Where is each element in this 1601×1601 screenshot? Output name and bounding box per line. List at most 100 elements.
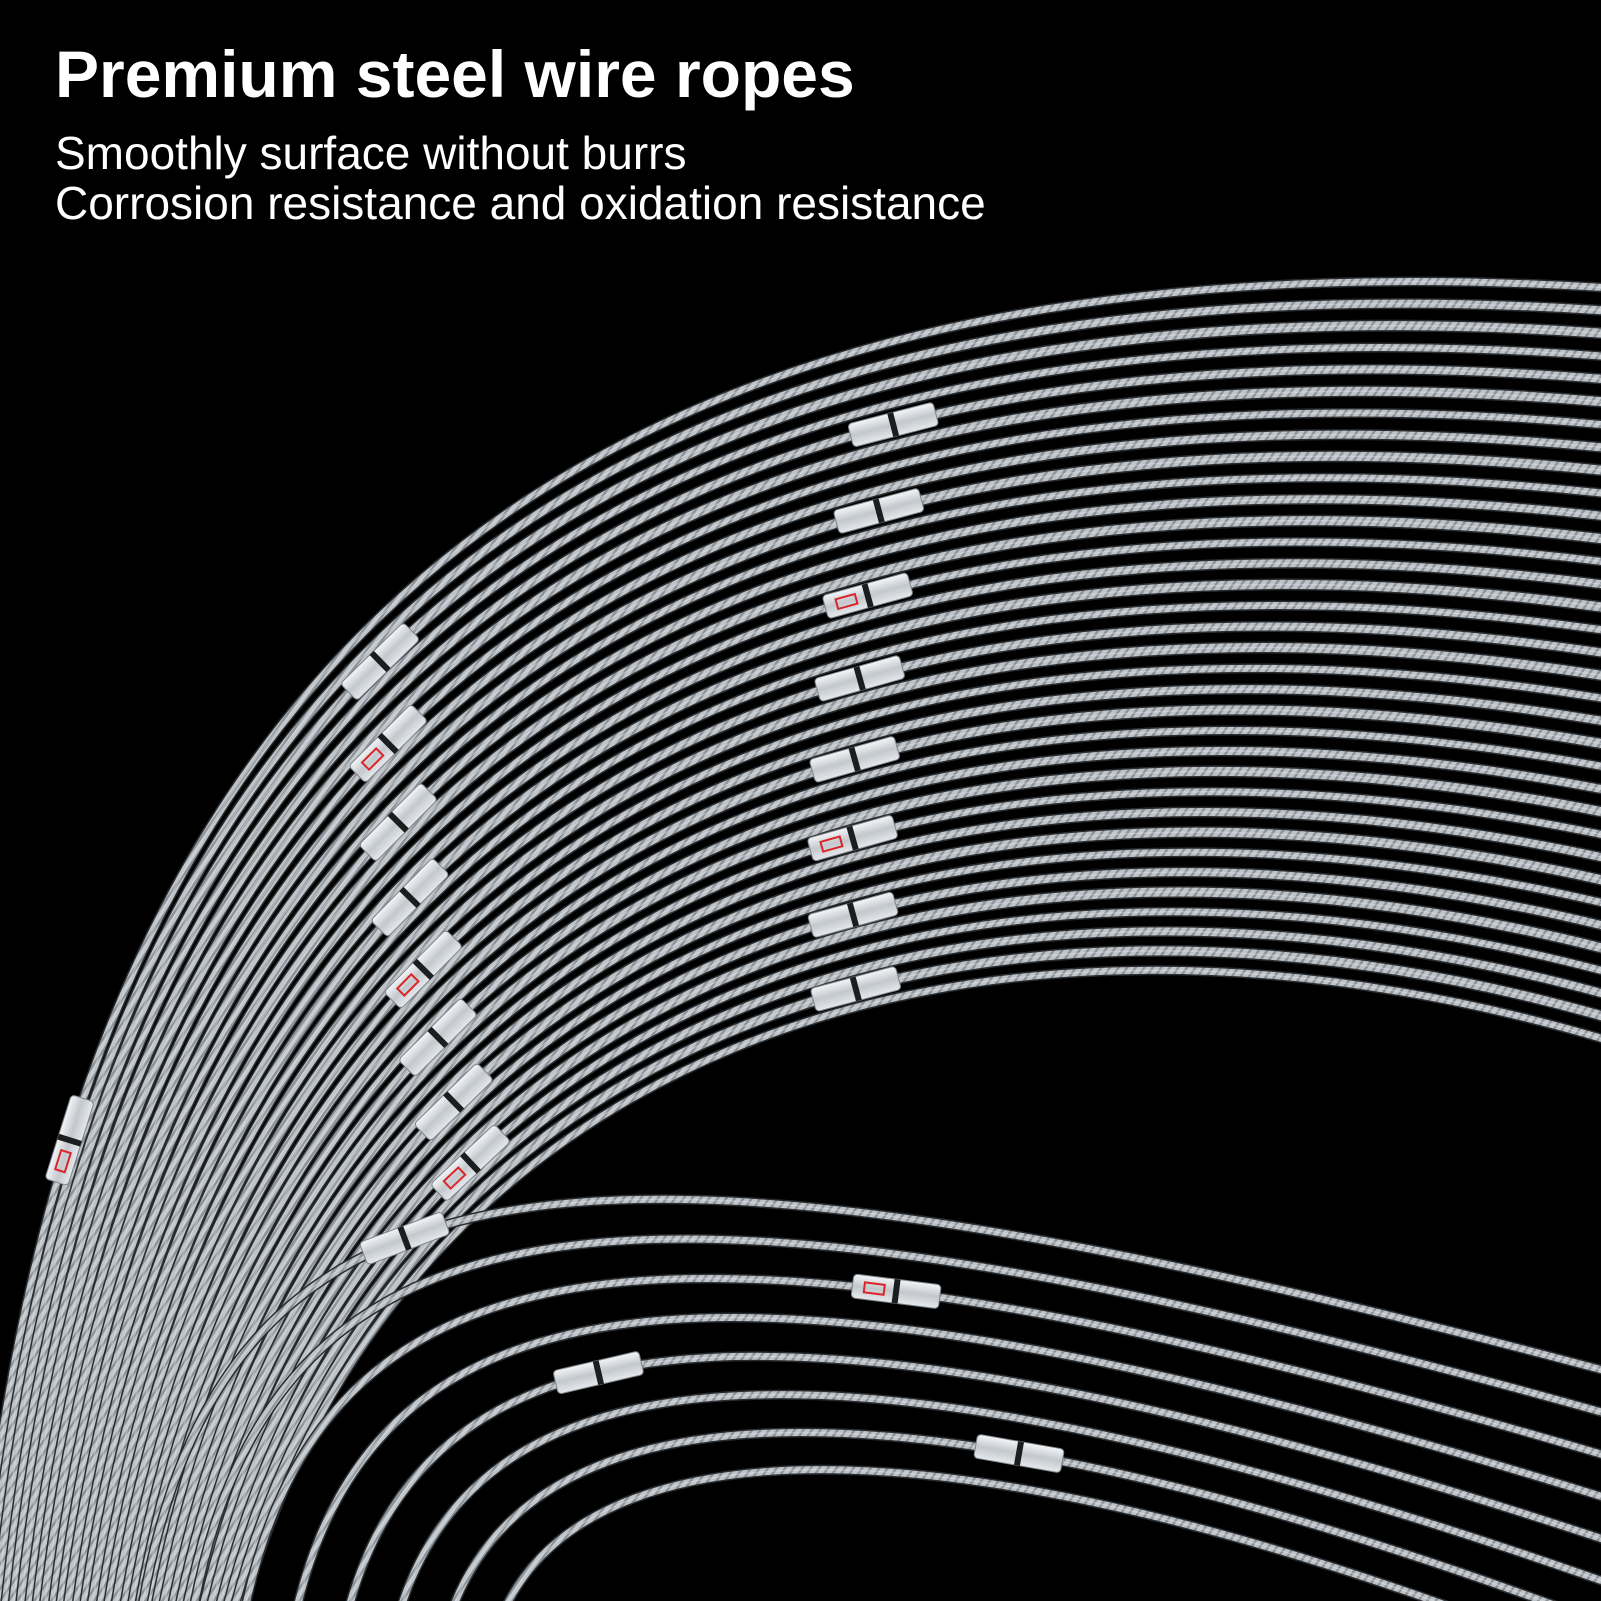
wire-rope [232, 946, 1601, 1601]
crimp-sleeve [810, 966, 902, 1012]
crimp-sleeve [431, 1125, 510, 1201]
wire-rope [152, 747, 1601, 1601]
crimp-sleeve [809, 736, 900, 783]
wire-rope [145, 726, 1601, 1601]
wire-rope [295, 1314, 1601, 1601]
wire-rope [9, 365, 1601, 1601]
wire-rope [33, 430, 1601, 1601]
crimp-sleeve [414, 1063, 493, 1141]
wire-rope [97, 602, 1601, 1601]
crimp-sleeve [359, 1212, 450, 1265]
rope-highlight [188, 831, 1601, 1601]
crimp-sleeves [45, 402, 1065, 1473]
wire-rope [112, 643, 1601, 1601]
wire-rope [191, 1235, 1601, 1601]
rope-highlight [92, 583, 1601, 1601]
wire-rope [169, 788, 1601, 1601]
crimp-sleeve [553, 1351, 644, 1394]
wire-rope-coils [0, 276, 1601, 1601]
crimp-sleeve [384, 930, 462, 1008]
wire-rope [25, 409, 1601, 1601]
wire-rope [200, 868, 1601, 1601]
crimp-sleeve [45, 1095, 94, 1186]
wire-rope [399, 1391, 1601, 1601]
wire-rope [225, 927, 1601, 1601]
rope-highlight [60, 498, 1601, 1601]
wire-rope [0, 321, 1601, 1601]
rope-highlight [454, 1431, 1545, 1601]
rope-highlight [236, 950, 1601, 1601]
rope-highlight [142, 1198, 1601, 1601]
crimp-sleeve [399, 998, 477, 1076]
crimp-sleeve [341, 623, 419, 700]
rope-highlight [68, 519, 1601, 1601]
rope-highlight [0, 302, 1601, 1516]
rope-highlight [116, 646, 1601, 1601]
wire-rope [136, 705, 1601, 1601]
headline: Premium steel wire ropes [55, 37, 855, 111]
rope-highlight [508, 1468, 1437, 1601]
wire-rope [88, 580, 1601, 1601]
rope-highlight [196, 851, 1601, 1601]
crimp-sleeve [807, 891, 899, 938]
rope-highlight [228, 930, 1601, 1601]
rope-highlight [108, 625, 1601, 1601]
rope-highlight [0, 324, 1601, 1586]
rope-highlight [220, 911, 1601, 1601]
rope-highlight [52, 477, 1601, 1601]
rope-highlight [0, 280, 1601, 1456]
rope-highlight [244, 969, 1601, 1601]
wire-rope [2, 344, 1601, 1601]
wire-rope [64, 516, 1601, 1601]
rope-highlight [44, 455, 1601, 1601]
wire-rope [57, 495, 1601, 1601]
feature-corrosion-resistance: Corrosion resistance and oxidation resis… [55, 177, 986, 229]
wire-rope [0, 299, 1601, 1544]
rope-highlight [140, 709, 1601, 1601]
wire-rope [504, 1466, 1445, 1601]
wire-rope [451, 1428, 1553, 1601]
crimp-sleeve [973, 1434, 1065, 1473]
feature-smooth-surface: Smoothly surface without burrs [55, 127, 687, 179]
rope-highlight [204, 871, 1601, 1601]
rope-highlight [194, 1238, 1601, 1601]
crimp-sleeve [359, 783, 437, 861]
rope-highlight [402, 1393, 1601, 1601]
wire-rope [176, 808, 1601, 1601]
wire-rope [81, 559, 1601, 1601]
crimp-sleeve [349, 705, 427, 782]
wire-rope [193, 848, 1601, 1601]
crimp-sleeve [807, 815, 898, 862]
wire-rope [73, 538, 1601, 1601]
wire-rope [217, 908, 1601, 1601]
rope-highlight [12, 368, 1601, 1601]
rope-highlight [350, 1355, 1601, 1601]
wire-rope [105, 622, 1601, 1601]
crimp-sleeve [822, 572, 913, 619]
rope-highlight [246, 1277, 1601, 1601]
rope-highlight [100, 604, 1601, 1601]
wire-rope [121, 665, 1601, 1601]
wire-rope [184, 827, 1601, 1601]
wire-rope [40, 451, 1601, 1601]
crimp-sleeve [814, 655, 905, 702]
rope-highlight [84, 562, 1601, 1601]
rope-highlight [298, 1316, 1601, 1601]
wire-rope [241, 966, 1601, 1601]
wire-rope [347, 1352, 1601, 1601]
rope-highlight [28, 412, 1601, 1601]
rope-highlight [132, 688, 1601, 1601]
rope-highlight [124, 667, 1601, 1601]
rope-highlight [156, 750, 1601, 1601]
wire-rope [16, 386, 1601, 1601]
rope-highlight [76, 541, 1601, 1601]
rope-highlight [148, 729, 1601, 1601]
crimp-sleeve [850, 1273, 942, 1309]
crimp-sleeve [833, 488, 925, 534]
wire-rope [0, 278, 1601, 1475]
crimp-sleeve [847, 402, 939, 447]
wire-rope [128, 685, 1601, 1601]
wire-rope [49, 474, 1601, 1601]
